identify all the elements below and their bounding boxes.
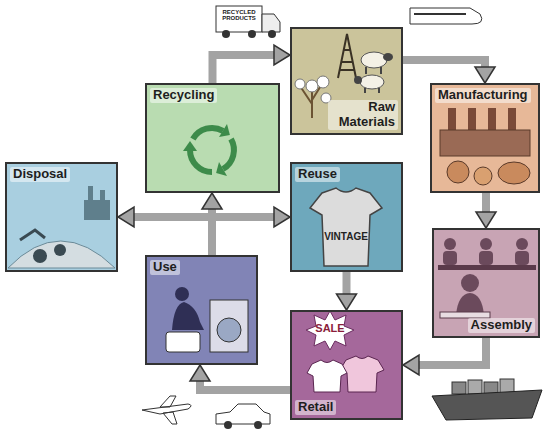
stage-label: Use: [150, 260, 180, 275]
stage-box: Reuse: [290, 162, 403, 272]
arrow-head: [274, 207, 290, 227]
illustration-text: RECYCLED PRODUCTS: [217, 9, 261, 22]
flow-arrow: [337, 272, 357, 310]
arrow-head: [476, 212, 496, 228]
stage-label: Recycling: [150, 88, 217, 103]
stage-label: Reuse: [295, 167, 340, 182]
sewing-workers: [438, 238, 536, 318]
stage-label: Raw Materials: [328, 100, 398, 130]
stage-box: Retail: [290, 310, 403, 420]
arrow-head: [118, 207, 134, 227]
sheep: [354, 52, 393, 93]
arrow-head: [403, 355, 419, 375]
arrow-shaft: [200, 377, 290, 390]
washing-scene: [166, 287, 248, 352]
airplane: [142, 396, 191, 424]
cargo-ship: [432, 379, 542, 420]
landfill: [8, 186, 115, 268]
stage-label: Retail: [295, 400, 336, 415]
arrow-head: [274, 45, 290, 65]
recycle-arrowheads: [183, 124, 230, 176]
flow-arrow: [190, 365, 290, 390]
stage-box: Manufacturing: [430, 83, 540, 193]
stage-label: Disposal: [10, 167, 70, 182]
stage-label: Manufacturing: [435, 88, 531, 103]
box-grounds: [5, 27, 540, 420]
stage-label: Assembly: [468, 318, 535, 333]
stage-box: Use: [145, 255, 258, 365]
illustration-text: SALE: [310, 323, 350, 335]
arrow-shaft: [212, 217, 278, 255]
truck: [216, 6, 280, 38]
flow-arrow: [212, 207, 290, 255]
flow-arrow: [213, 45, 291, 83]
arrow-shaft: [415, 338, 486, 365]
flow-arrow: [118, 207, 212, 255]
factory: [440, 108, 530, 185]
train: [410, 8, 482, 24]
arrow-shaft: [130, 217, 212, 255]
oil-derrick: [338, 34, 356, 78]
stage-box: Recycling: [145, 83, 280, 193]
arrow-head: [337, 294, 357, 310]
stage-box: Raw Materials: [290, 27, 403, 135]
vintage-shirt: [310, 188, 382, 266]
stage-box: Assembly: [432, 228, 540, 338]
arrow-shaft: [213, 55, 279, 83]
sale-sign-and-shirts: [306, 311, 384, 392]
flow-arrow: [403, 60, 495, 83]
flow-arrow: [403, 338, 486, 375]
cotton-plant: [295, 76, 331, 118]
stage-box: Disposal: [5, 162, 118, 272]
illustration-text: VINTAGE: [316, 232, 376, 243]
arrow-head: [202, 193, 222, 209]
arrow-shaft: [403, 60, 485, 71]
flow-arrow: [476, 193, 496, 228]
car: [216, 404, 270, 429]
arrow-head: [190, 365, 210, 381]
arrow-head: [475, 67, 495, 83]
